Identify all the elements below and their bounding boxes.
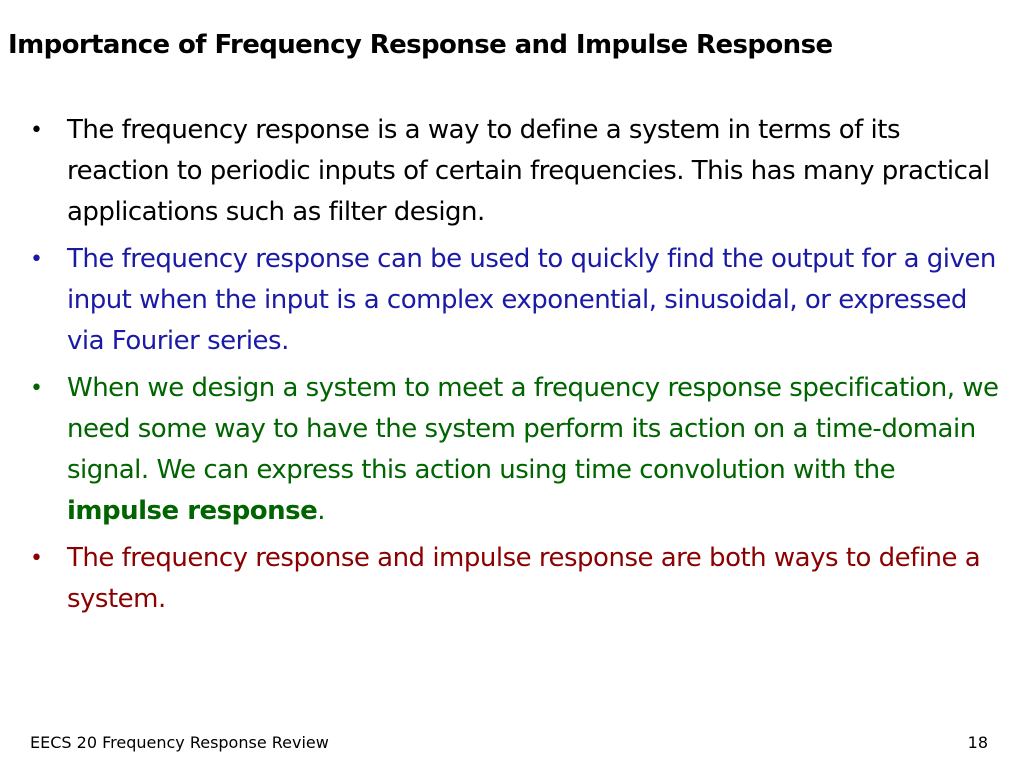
slide-title: Importance of Frequency Response and Imp… (8, 30, 833, 60)
bullet-item-2: • The frequency response can be used to … (30, 239, 1000, 362)
bullet-text: The frequency response can be used to qu… (67, 244, 996, 356)
bullet-marker: • (30, 546, 43, 571)
bullet-text: The frequency response is a way to defin… (67, 115, 990, 227)
bullet-item-4: • The frequency response and impulse res… (30, 538, 1000, 620)
bullet-text-bold: impulse response (67, 496, 318, 526)
bullet-text-before: When we design a system to meet a freque… (67, 373, 999, 485)
footer-page-number: 18 (967, 733, 988, 752)
bullet-marker: • (30, 247, 43, 272)
footer-course-title: EECS 20 Frequency Response Review (30, 733, 329, 752)
bullet-marker: • (30, 376, 43, 401)
bullet-text: When we design a system to meet a freque… (67, 373, 999, 526)
bullet-text: The frequency response and impulse respo… (67, 543, 981, 614)
bullet-list: • The frequency response is a way to def… (30, 110, 1000, 626)
bullet-item-3: • When we design a system to meet a freq… (30, 368, 1000, 532)
bullet-text-after: . (317, 496, 325, 526)
bullet-item-1: • The frequency response is a way to def… (30, 110, 1000, 233)
bullet-marker: • (30, 118, 43, 143)
